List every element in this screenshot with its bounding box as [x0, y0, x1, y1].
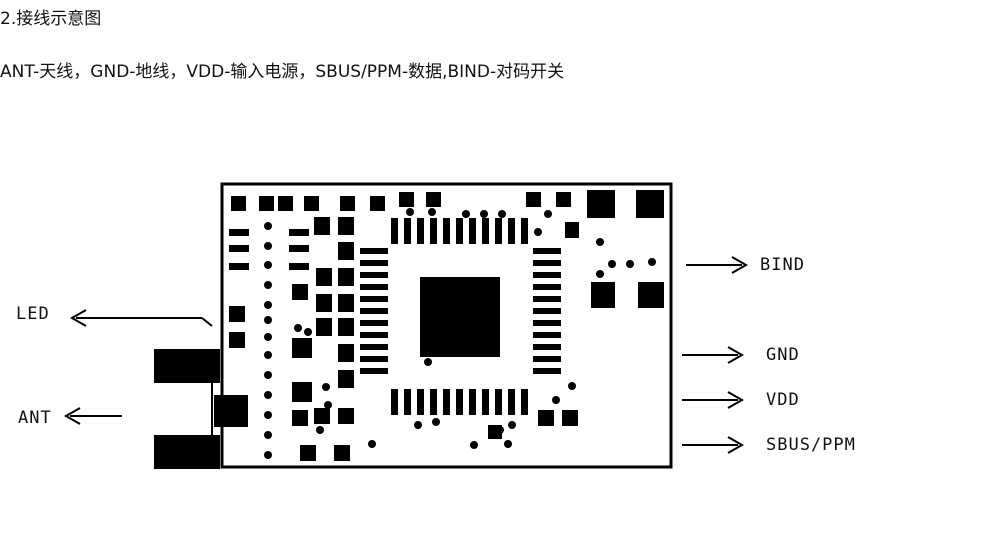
chip-right-pins: [533, 248, 561, 374]
top-row-pads: [231, 190, 664, 238]
vdd-label: VDD: [766, 390, 800, 410]
bind-label: BIND: [760, 255, 805, 275]
chip-top-pins: [391, 218, 528, 244]
ant-connector-body: [214, 395, 248, 427]
chip-left-pins: [360, 248, 388, 374]
ant-arrow: [63, 407, 122, 425]
component-pads: [229, 217, 664, 461]
sbus-ppm-arrow: [682, 436, 745, 454]
led-label: LED: [16, 304, 50, 324]
vdd-arrow: [682, 391, 745, 409]
bind-arrow: [686, 256, 749, 274]
ant-label: ANT: [18, 408, 52, 428]
ant-connector-upper-tab: [154, 349, 220, 383]
board-outline: [220, 182, 673, 469]
led-arrow: [69, 309, 213, 327]
pin-legend: ANT-天线，GND-地线，VDD-输入电源，SBUS/PPM-数据,BIND-…: [0, 62, 565, 82]
gnd-label: GND: [766, 345, 800, 365]
left-dash-pads: [229, 229, 309, 270]
main-chip: [420, 277, 500, 357]
chip-bottom-pins: [391, 389, 528, 415]
gnd-arrow: [682, 346, 745, 364]
sbus-ppm-label: SBUS/PPM: [766, 435, 856, 455]
section-heading: 2.接线示意图: [0, 9, 102, 29]
via-dots: [264, 193, 656, 459]
ant-connector-lower-tab: [154, 435, 220, 469]
